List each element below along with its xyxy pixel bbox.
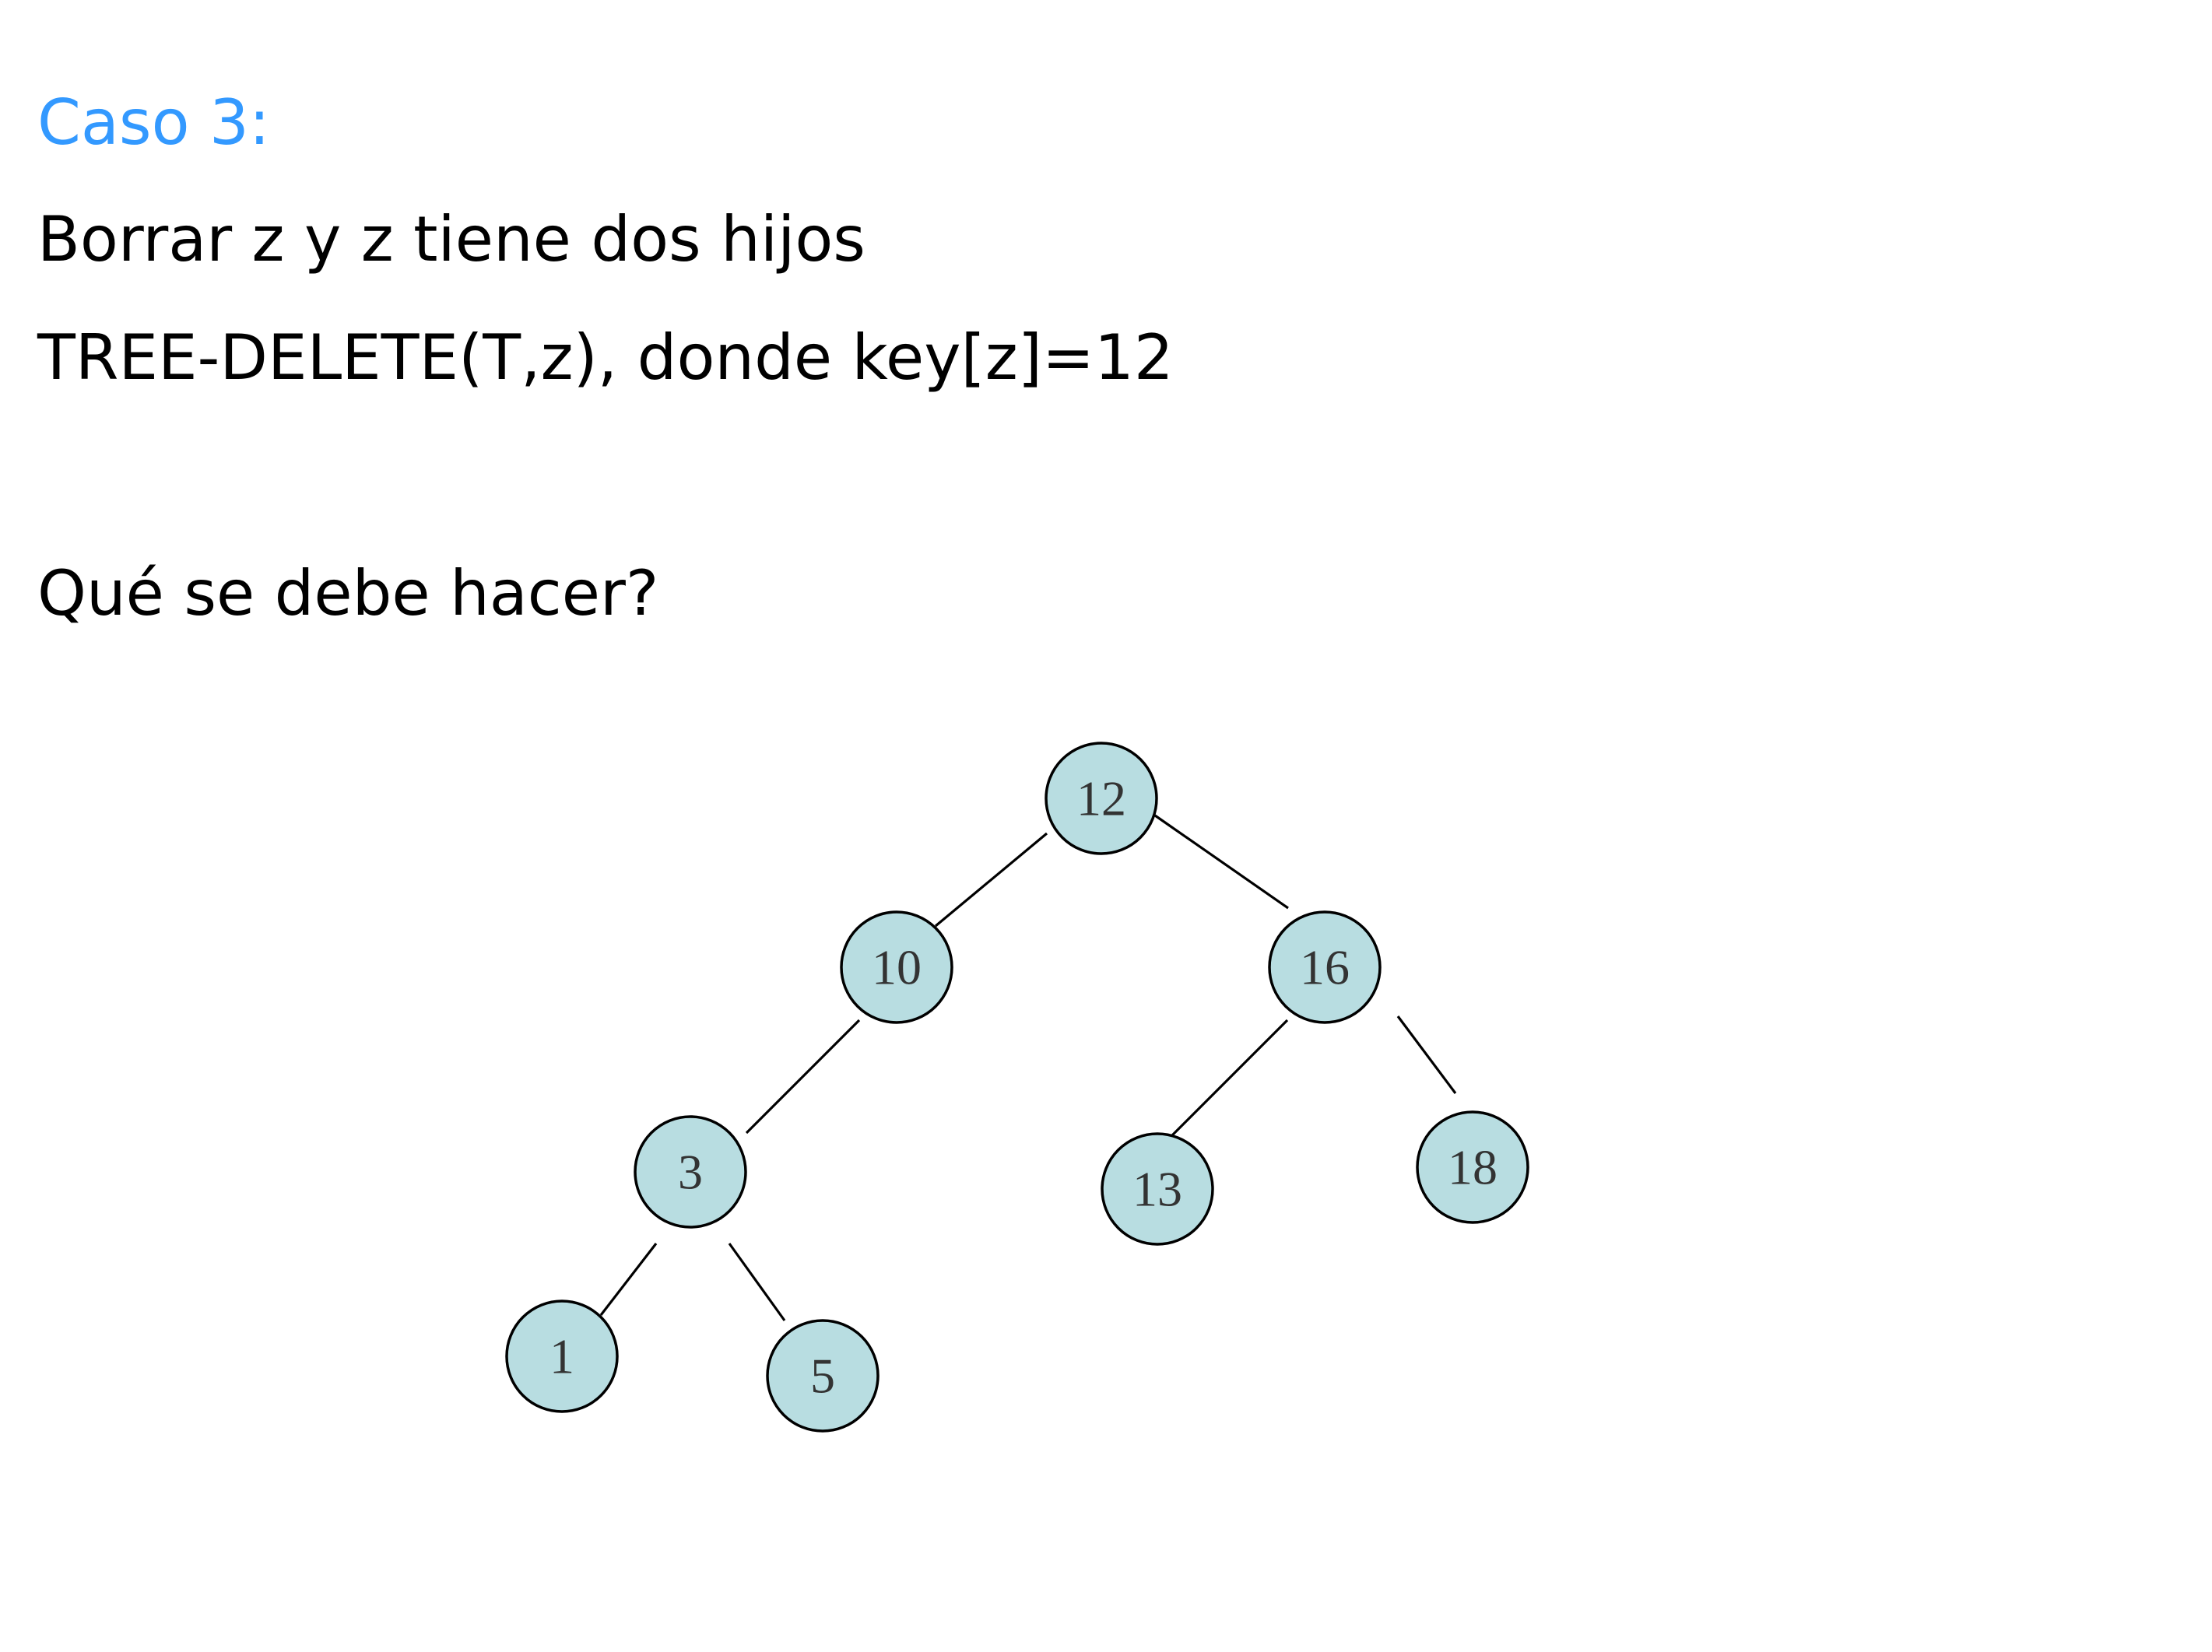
- tree-node-circle: [1268, 910, 1382, 1024]
- tree-node-10: 10: [840, 910, 953, 1024]
- tree-edge-3-5: [728, 1243, 786, 1321]
- tree-edges: [599, 814, 1457, 1321]
- tree-edge-3-1: [599, 1243, 658, 1316]
- tree-node-key: 10: [872, 940, 922, 995]
- tree-node-key: 12: [1076, 771, 1126, 826]
- tree-node-circle: [505, 1300, 619, 1413]
- tree-edge-16-18: [1396, 1015, 1457, 1094]
- tree-edge-12-10: [934, 832, 1048, 928]
- tree-node-key: 1: [549, 1329, 574, 1384]
- tree-node-key: 18: [1448, 1140, 1497, 1195]
- tree-node-circle: [1045, 742, 1158, 855]
- tree-node-circle: [1416, 1110, 1529, 1224]
- tree-node-circle: [766, 1319, 880, 1433]
- tree-node-circle: [840, 910, 953, 1024]
- tree-node-key: 16: [1300, 940, 1350, 995]
- tree-edge-10-3: [745, 1019, 861, 1135]
- tree-node-16: 16: [1268, 910, 1382, 1024]
- tree-node-3: 3: [634, 1115, 747, 1229]
- tree-node-1: 1: [505, 1300, 619, 1413]
- slide-line-procedure-call: TREE-DELETE(T,z), donde key[z]=12: [37, 321, 1174, 394]
- tree-node-18: 18: [1416, 1110, 1529, 1224]
- tree-node-key: 5: [810, 1349, 835, 1404]
- tree-node-13: 13: [1101, 1132, 1214, 1246]
- tree-node-key: 3: [678, 1145, 703, 1200]
- tree-node-key: 13: [1132, 1162, 1182, 1217]
- tree-edge-12-16: [1154, 814, 1289, 910]
- tree-node-5: 5: [766, 1319, 880, 1433]
- slide-line-question: Qué se debe hacer?: [37, 557, 659, 630]
- tree-node-circle: [1101, 1132, 1214, 1246]
- tree-node-12: 12: [1045, 742, 1158, 855]
- tree-nodes: 12 10 16 3 13 18 1 5: [505, 742, 1529, 1433]
- tree-edge-16-13: [1170, 1019, 1289, 1138]
- tree-node-circle: [634, 1115, 747, 1229]
- slide-line-case-description: Borrar z y z tiene dos hijos: [37, 203, 865, 275]
- slide-heading: Caso 3:: [37, 86, 270, 159]
